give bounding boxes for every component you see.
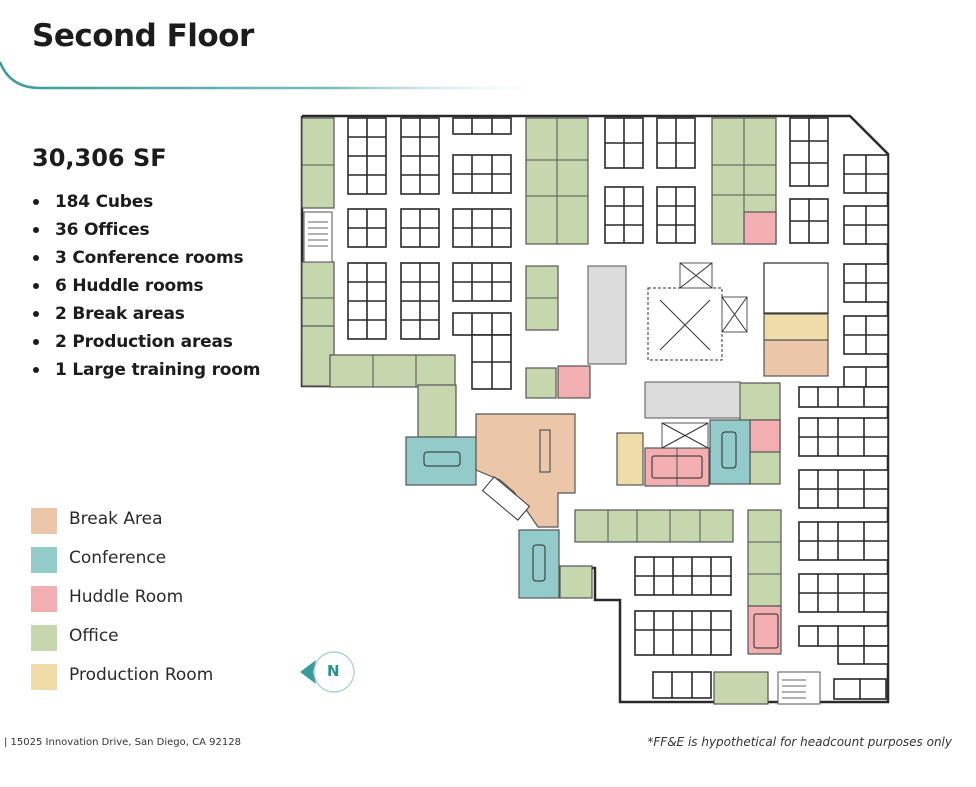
feature-list: 184 Cubes 36 Offices 3 Conference rooms …	[32, 188, 260, 384]
footer-disclaimer: *FF&E is hypothetical for headcount purp…	[647, 735, 952, 749]
feature-item: 36 Offices	[32, 216, 260, 244]
square-footage: 30,306 SF	[32, 144, 167, 172]
feature-item: 2 Break areas	[32, 300, 260, 328]
page-title: Second Floor	[32, 18, 254, 54]
bullet-icon	[33, 311, 39, 317]
bullet-icon	[33, 199, 39, 205]
footer-address: | 15025 Innovation Drive, San Diego, CA …	[4, 737, 241, 748]
bullet-icon	[33, 227, 39, 233]
bullet-icon	[33, 367, 39, 373]
header-divider-curve	[0, 61, 560, 90]
bullet-icon	[33, 339, 39, 345]
legend-swatch	[31, 508, 57, 534]
legend-swatch	[31, 547, 57, 573]
feature-item: 184 Cubes	[32, 188, 260, 216]
legend-swatch	[31, 664, 57, 690]
legend-swatch	[31, 586, 57, 612]
legend-swatch	[31, 625, 57, 651]
cube-clusters	[347, 117, 889, 700]
feature-item: 1 Large training room	[32, 356, 260, 384]
bullet-icon	[33, 255, 39, 261]
feature-item: 3 Conference rooms	[32, 244, 260, 272]
bullet-icon	[33, 283, 39, 289]
building-core	[303, 211, 821, 705]
north-arrow-icon	[300, 651, 355, 693]
feature-item: 6 Huddle rooms	[32, 272, 260, 300]
conference-rooms	[405, 419, 751, 599]
north-label: N	[327, 662, 340, 680]
feature-item: 2 Production areas	[32, 328, 260, 356]
production-rooms	[616, 313, 829, 486]
break-areas	[475, 339, 829, 528]
